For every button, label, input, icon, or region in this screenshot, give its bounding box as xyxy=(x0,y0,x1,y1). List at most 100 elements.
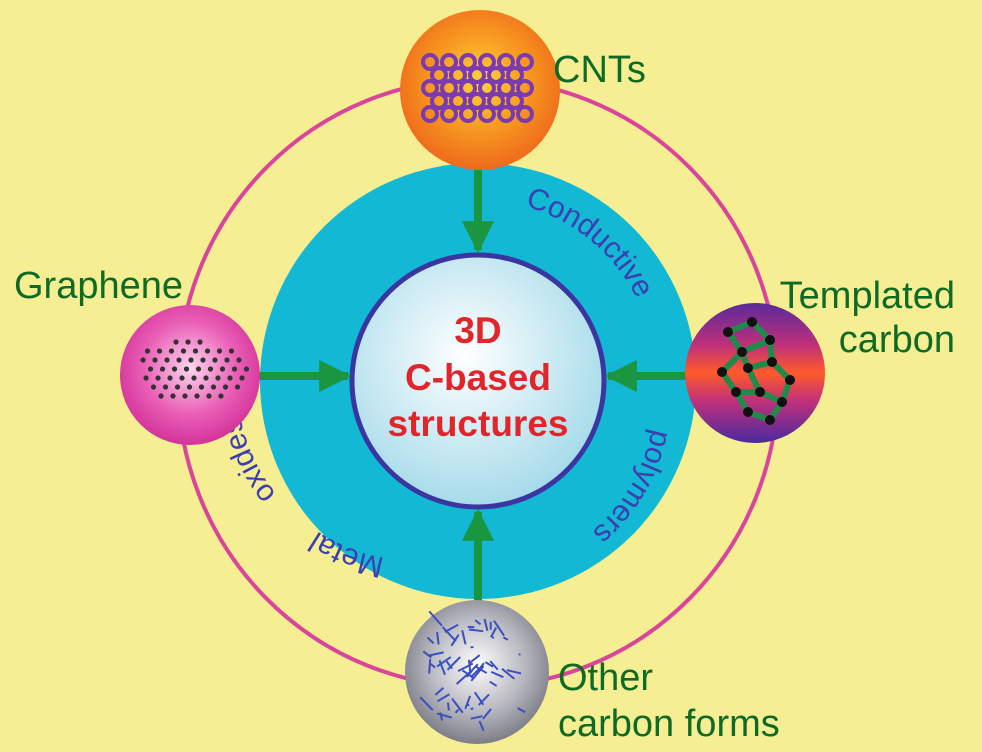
network-strand xyxy=(477,693,490,706)
lattice-bond xyxy=(740,337,772,355)
network-strand xyxy=(490,670,504,679)
graphene-atom xyxy=(183,366,190,372)
network-strand xyxy=(451,698,464,714)
network-strand xyxy=(470,665,485,682)
cnt-ring xyxy=(430,92,448,110)
graphene-atom xyxy=(147,366,154,372)
lattice-atom xyxy=(723,327,733,337)
graphene-atom xyxy=(164,357,170,363)
cnt-ring xyxy=(506,66,524,84)
network-strand xyxy=(489,660,499,671)
lattice-atom xyxy=(765,415,775,425)
graphene-atom xyxy=(234,384,241,390)
lattice-atom xyxy=(731,387,741,397)
graphene-atom xyxy=(167,375,173,381)
graphene-atom xyxy=(150,384,157,390)
network-strand xyxy=(438,660,446,676)
cnt-ring xyxy=(421,105,439,123)
node-label-cnts: CNTs xyxy=(553,49,646,91)
network-strand xyxy=(467,659,472,672)
cnt-ring xyxy=(478,105,496,123)
cnt-ring xyxy=(487,66,505,84)
graphene-atom xyxy=(210,384,217,390)
center-title-line-3: structures xyxy=(388,403,569,444)
network-strand xyxy=(478,720,485,732)
network-strand xyxy=(501,667,516,680)
network-strand xyxy=(470,715,483,720)
graphene-atom xyxy=(206,393,212,399)
graphene-atom xyxy=(174,384,181,390)
graphene-atom xyxy=(207,366,214,372)
graphene-atom xyxy=(222,384,229,390)
graphene-atom xyxy=(224,357,230,363)
lattice-atom xyxy=(743,363,753,373)
graphene-atom xyxy=(239,375,245,381)
cnt-ring xyxy=(468,92,486,110)
cnt-ring xyxy=(421,53,439,71)
network-strand xyxy=(419,696,434,711)
cnt-ring xyxy=(449,92,467,110)
cnt-ring xyxy=(516,53,534,71)
graphene-atom xyxy=(218,393,224,399)
graphene-atom xyxy=(143,375,149,381)
network-strand xyxy=(502,636,509,641)
cnt-ring xyxy=(497,105,515,123)
node-label-other-line-1: Other xyxy=(558,657,653,699)
network-strand xyxy=(506,669,522,675)
graphene-atom xyxy=(215,375,221,381)
lattice-atom xyxy=(777,397,787,407)
carbon-nanotube-icon xyxy=(421,53,534,123)
graphene-atom xyxy=(194,393,200,399)
graphene-atom xyxy=(152,357,158,363)
graphene-atom xyxy=(231,366,238,372)
graphene-atom xyxy=(156,348,163,354)
node-label-other-line-2: carbon forms xyxy=(558,703,780,745)
graphene-atom xyxy=(197,339,203,345)
graphene-atom xyxy=(158,393,164,399)
center-title-line-2: C-based xyxy=(405,357,551,398)
graphene-atom xyxy=(219,366,226,372)
lattice-atom xyxy=(737,347,747,357)
graphene-atom xyxy=(228,348,235,354)
cnt-ring xyxy=(459,79,477,97)
node-graphene xyxy=(120,305,260,445)
network-strand xyxy=(436,631,440,645)
node-label-graphene: Graphene xyxy=(14,265,183,307)
network-strand xyxy=(468,654,481,665)
graphene-atom xyxy=(191,375,197,381)
graphene-atom xyxy=(180,348,187,354)
lattice-atom xyxy=(767,357,777,367)
network-strand xyxy=(461,630,467,645)
graphene-atom xyxy=(162,384,169,390)
lattice-atom xyxy=(785,375,795,385)
network-strand xyxy=(426,636,435,645)
graphene-sphere xyxy=(120,305,260,445)
network-strand xyxy=(429,651,444,657)
cnt-ring xyxy=(421,79,439,97)
node-templated-carbon xyxy=(685,303,825,443)
node-other-carbon xyxy=(405,600,549,744)
cnt-ring xyxy=(468,66,486,84)
graphene-atom xyxy=(198,384,205,390)
inner-disc xyxy=(349,252,607,510)
network-strand xyxy=(489,680,498,687)
cnt-ring xyxy=(440,105,458,123)
cnt-ring xyxy=(516,105,534,123)
node-label-templated-line-1: Templated xyxy=(780,275,955,317)
graphene-atom xyxy=(173,339,179,345)
templated-sphere xyxy=(685,303,825,443)
network-strand xyxy=(422,650,433,659)
network-strand xyxy=(444,623,459,633)
graphene-atom xyxy=(200,357,206,363)
cnt-ring xyxy=(430,66,448,84)
network-strand xyxy=(441,626,457,642)
graphene-atom xyxy=(188,357,194,363)
network-strand xyxy=(470,707,474,711)
lattice-atom xyxy=(747,317,757,327)
network-strand xyxy=(474,665,488,674)
network-strand xyxy=(484,661,494,668)
cnt-ring xyxy=(497,79,515,97)
network-strand xyxy=(474,619,482,626)
graphene-atom xyxy=(170,393,176,399)
network-strand xyxy=(468,628,484,633)
